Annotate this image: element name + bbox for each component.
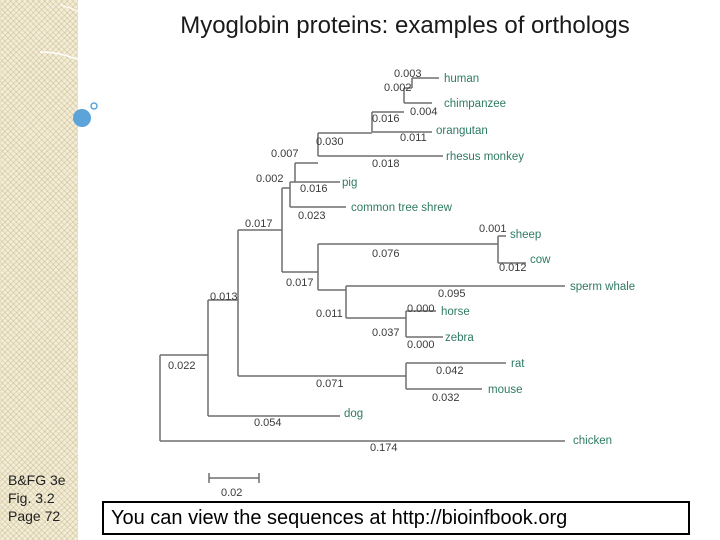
credit-figure: Fig. 3.2	[8, 490, 55, 506]
taxon-orangutan: orangutan	[436, 125, 488, 137]
taxon-dog: dog	[344, 408, 363, 420]
branch-length-orangutan: 0.011	[400, 132, 427, 144]
branch-length-primates: 0.007	[271, 148, 299, 160]
branch-length-human: 0.003	[394, 68, 422, 80]
taxon-zebra: zebra	[445, 332, 474, 344]
taxon-rat: rat	[511, 358, 525, 370]
branch-length-spermwhale: 0.095	[438, 288, 466, 300]
branch-length-rat: 0.042	[436, 365, 464, 377]
taxon-sheep: sheep	[510, 229, 541, 241]
taxon-sperm-whale: sperm whale	[570, 281, 635, 293]
branch-length-pig: 0.016	[300, 183, 328, 195]
branch-length-chicken: 0.174	[370, 442, 398, 454]
branch-length-horse: 0.000	[407, 303, 435, 315]
branch-length-bovids: 0.076	[372, 248, 400, 260]
branch-length-placental: 0.013	[210, 291, 238, 303]
scale-bar-label: 0.02	[221, 487, 242, 499]
taxon-human: human	[444, 73, 479, 85]
footer-note: You can view the sequences at http://bio…	[102, 501, 690, 535]
branch-length-zebra: 0.000	[407, 339, 435, 351]
branch-length-hc-group: 0.016	[372, 113, 400, 125]
branch-length-pig-primates: 0.002	[256, 173, 284, 185]
branch-length-rodents: 0.071	[316, 378, 344, 390]
credit-book: B&FG 3e	[8, 472, 66, 488]
taxon-chimpanzee: chimpanzee	[444, 98, 506, 110]
bullet-small	[90, 102, 98, 110]
credit-page: Page 72	[8, 508, 61, 524]
branch-length-mouse: 0.032	[432, 392, 460, 404]
branch-length-root-mammals: 0.022	[168, 360, 196, 372]
taxon-common-tree-shrew: common tree shrew	[351, 202, 453, 214]
branch-length-rhesus: 0.018	[372, 158, 400, 170]
branch-length-ungulates: 0.017	[286, 277, 314, 289]
taxon-pig: pig	[342, 177, 357, 189]
taxon-cow: cow	[530, 254, 551, 266]
bullet-large	[73, 109, 91, 127]
figure-credit: B&FG 3e Fig. 3.2 Page 72	[8, 471, 66, 525]
branch-length-dog: 0.054	[254, 417, 282, 429]
branch-length-great-apes: 0.030	[316, 136, 344, 148]
decorative-sidebar	[0, 0, 78, 540]
branch-length-chimpanzee: 0.004	[410, 106, 438, 118]
branch-length-euarchont: 0.017	[245, 218, 273, 230]
branch-length-treeshrew: 0.023	[298, 210, 326, 222]
tree-branches	[159, 77, 565, 483]
taxon-rhesus-monkey: rhesus monkey	[446, 151, 524, 163]
branch-length-cow: 0.012	[499, 262, 527, 274]
taxon-horse: horse	[441, 306, 470, 318]
branch-length-whale-equid: 0.011	[316, 308, 343, 320]
branch-length-sheep: 0.001	[479, 223, 507, 235]
page-title: Myoglobin proteins: examples of ortholog…	[180, 12, 630, 39]
branch-length-chimp-ht: 0.002	[384, 82, 412, 94]
taxon-mouse: mouse	[488, 384, 523, 396]
branch-length-equids: 0.037	[372, 327, 400, 339]
taxon-chicken: chicken	[573, 435, 612, 447]
